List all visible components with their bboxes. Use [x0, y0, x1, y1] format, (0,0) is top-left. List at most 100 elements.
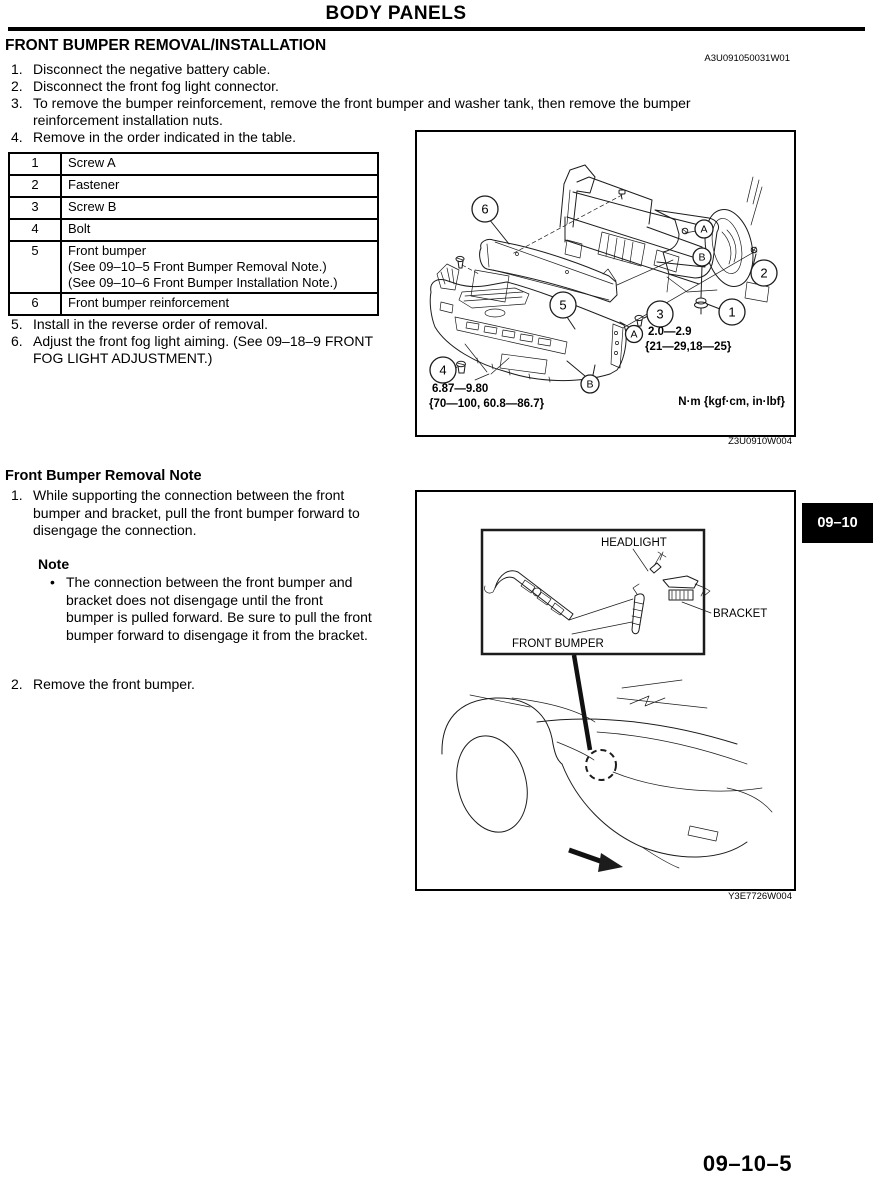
front-bumper-label: FRONT BUMPER — [512, 638, 604, 650]
part-index: 5 — [8, 240, 62, 294]
inset-detail-art — [484, 548, 712, 635]
bullet-marker: • — [50, 574, 55, 590]
step-item: 1. Disconnect the negative battery cable… — [8, 61, 778, 78]
alignment-guide-lines — [461, 194, 755, 329]
table-row: 1 Screw A — [8, 152, 379, 176]
callout-4: 4 — [429, 356, 457, 384]
procedure-steps-main: 1. Disconnect the negative battery cable… — [8, 61, 778, 146]
step-number: 1. — [11, 487, 23, 503]
step-text: Remove the front bumper. — [33, 676, 195, 692]
torque-units-label: N·m {kgf·cm, in·lbf} — [678, 396, 785, 408]
torque-spec-large: 6.87—9.80 — [432, 383, 488, 395]
removal-note-step2: 2. Remove the front bumper. — [8, 676, 195, 693]
exploded-diagram-art: 6 A B 2 1 3 5 A 4 B 2.0—2.9 {21—29,18—25… — [429, 164, 786, 410]
part-index: 3 — [8, 196, 62, 220]
part-index: 2 — [8, 174, 62, 198]
page-number: 09–10–5 — [702, 1151, 792, 1176]
svg-text:A: A — [630, 329, 637, 341]
removal-note-heading: Front Bumper Removal Note — [5, 468, 202, 484]
svg-text:B: B — [586, 379, 593, 391]
note-bullet-item: • The connection between the front bumpe… — [50, 574, 374, 644]
callout-5: 5 — [549, 291, 577, 319]
headlight-label: HEADLIGHT — [601, 537, 667, 549]
figure-bumper-exploded-view: 6 A B 2 1 3 5 A 4 B 2.0—2.9 {21—29,18—25… — [415, 130, 796, 437]
callout-B-lower: B — [580, 374, 600, 394]
callout-3: 3 — [646, 300, 674, 328]
step-item: 3. To remove the bumper reinforcement, r… — [8, 95, 778, 129]
callout-leader-lines — [453, 218, 757, 377]
step-number: 1. — [11, 61, 23, 77]
step-text: Disconnect the negative battery cable. — [33, 61, 271, 77]
figure-bumper-removal-note: HEADLIGHT BRACKET FRONT BUMPER — [415, 490, 796, 891]
table-row: 4 Bolt — [8, 218, 379, 242]
step-item: 2. Disconnect the front fog light connec… — [8, 78, 778, 95]
step-number: 3. — [11, 95, 23, 111]
svg-text:2: 2 — [760, 266, 767, 281]
torque-spec-small: 2.0—2.9 — [648, 326, 691, 338]
part-desc: Bolt — [60, 218, 379, 242]
callout-2: 2 — [750, 259, 778, 287]
step-text: Install in the reverse order of removal. — [33, 316, 268, 332]
inset-detail-box — [480, 528, 706, 656]
part-desc: Screw A — [60, 152, 379, 176]
callout-1: 1 — [718, 298, 746, 326]
torque-spec-small-alt: {21—29,18—25} — [645, 341, 732, 353]
svg-text:B: B — [698, 252, 705, 264]
figure2-code: Y3E7726W004 — [728, 891, 792, 902]
callout-6: 6 — [471, 195, 499, 223]
table-row: 3 Screw B — [8, 196, 379, 220]
svg-text:6: 6 — [481, 202, 488, 217]
step-number: 4. — [11, 129, 23, 145]
inset-pointer-line — [571, 654, 593, 751]
bracket-label: BRACKET — [713, 608, 767, 620]
car-body-structure — [559, 164, 770, 303]
header-divider — [8, 27, 865, 31]
svg-text:5: 5 — [559, 298, 566, 313]
part-desc: Screw B — [60, 196, 379, 220]
step-text: While supporting the connection between … — [33, 487, 360, 538]
table-row: 2 Fastener — [8, 174, 379, 198]
step-number: 2. — [11, 78, 23, 94]
callout-B: B — [692, 247, 712, 267]
step-number: 6. — [11, 333, 23, 349]
section-tab-badge: 09–10 — [802, 503, 873, 543]
bullet-text: The connection between the front bumper … — [66, 574, 372, 643]
procedure-steps-after: 5. Install in the reverse order of remov… — [8, 316, 398, 367]
car-front-corner-art — [441, 679, 773, 869]
part-index: 6 — [8, 292, 62, 316]
step-text: Adjust the front fog light aiming. (See … — [33, 333, 373, 366]
section-title: FRONT BUMPER REMOVAL/INSTALLATION — [5, 37, 327, 54]
part-desc: Front bumper (See 09–10–5 Front Bumper R… — [60, 240, 379, 294]
note-heading: Note — [38, 556, 70, 572]
step-item: 5. Install in the reverse order of remov… — [8, 316, 398, 333]
step-number: 2. — [11, 676, 23, 692]
part-desc: Fastener — [60, 174, 379, 198]
torque-spec-large-alt: {70—100, 60.8—86.7} — [429, 398, 545, 410]
callout-A: A — [694, 219, 714, 239]
document-code: A3U091050031W01 — [704, 53, 790, 64]
figure1-code: Z3U0910W004 — [728, 436, 792, 447]
step-number: 5. — [11, 316, 23, 332]
step-text: Disconnect the front fog light connector… — [33, 78, 279, 94]
callout-A-lower: A — [624, 324, 644, 344]
step-item: 4. Remove in the order indicated in the … — [8, 129, 778, 146]
svg-text:3: 3 — [656, 307, 663, 322]
step-item: 6. Adjust the front fog light aiming. (S… — [8, 333, 398, 367]
removal-note-step1: 1. While supporting the connection betwe… — [8, 487, 375, 540]
front-bumper-part — [429, 263, 627, 383]
part-index: 1 — [8, 152, 62, 176]
table-row: 5 Front bumper (See 09–10–5 Front Bumper… — [8, 240, 379, 294]
pull-direction-arrow — [568, 847, 623, 872]
fastener-glyphs — [455, 189, 758, 374]
part-index: 4 — [8, 218, 62, 242]
page-title: BODY PANELS — [325, 3, 467, 24]
table-row: 6 Front bumper reinforcement — [8, 292, 379, 316]
svg-text:1: 1 — [728, 305, 735, 320]
removal-diagram-art: HEADLIGHT BRACKET FRONT BUMPER — [441, 528, 773, 872]
bumper-reinforcement-part — [479, 239, 618, 303]
svg-text:A: A — [700, 224, 707, 236]
parts-table: 1 Screw A 2 Fastener 3 Screw B 4 Bolt 5 … — [8, 152, 379, 316]
step-text: To remove the bumper reinforcement, remo… — [33, 95, 691, 128]
svg-text:4: 4 — [439, 363, 446, 378]
